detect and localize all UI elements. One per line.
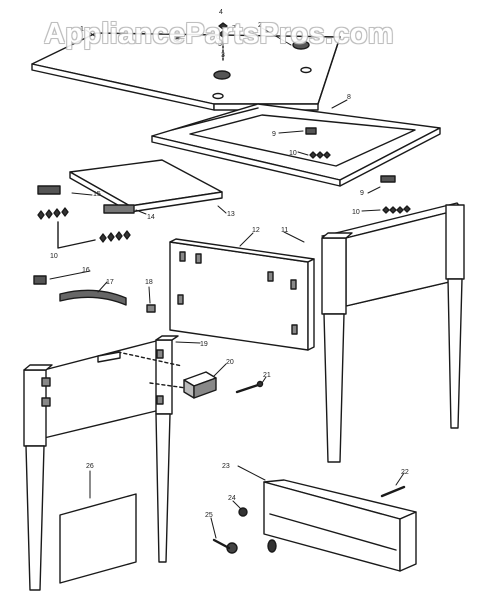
callout-23: 23 [222,463,230,470]
callout-14: 14 [147,214,155,221]
callout-26: 26 [86,463,94,470]
callout-21: 21 [263,372,271,379]
drawer-board [69,159,223,213]
callout-13: 13 [227,211,235,218]
callout-16: 16 [82,267,90,274]
left-leg-frame [23,335,187,591]
callout-22: 22 [401,469,409,476]
top-frame [151,103,441,187]
callout-2: 2 [258,22,262,29]
corner-block [183,371,264,399]
callout-19: 19 [200,341,208,348]
callout-18: 18 [145,279,153,286]
callout-10a: 10 [289,150,297,157]
callout-6: 6 [216,34,220,41]
leader-lines [49,27,405,539]
callout-10b: 10 [352,209,360,216]
callout-25: 25 [205,512,213,519]
callout-11: 11 [281,227,288,234]
callout-12: 12 [252,227,260,234]
watermark: AppliancePartsPros.com [44,18,394,50]
callout-1: 1 [80,26,84,33]
callout-24: 24 [228,495,236,502]
frame-clips [305,127,411,214]
drawer-rail [212,479,417,572]
callout-4: 4 [219,9,223,16]
back-panel [169,238,315,351]
callout-9a: 9 [272,131,276,138]
callout-17: 17 [106,279,114,286]
callout-10c: 10 [50,253,58,260]
callout-20: 20 [226,359,234,366]
callout-labels: 1 2 3 4 5 6 7 8 9 9 10 10 10 11 12 13 14… [50,9,409,519]
callout-7: 7 [232,25,236,32]
callout-8: 8 [347,94,351,101]
right-leg-frame [321,202,465,463]
bottom-panel [59,493,137,584]
top-fasteners [173,22,312,100]
callout-5: 5 [218,41,222,48]
callout-9b: 9 [360,190,364,197]
callout-15: 15 [93,191,101,198]
left-hardware [33,185,156,313]
callout-3: 3 [221,52,225,59]
